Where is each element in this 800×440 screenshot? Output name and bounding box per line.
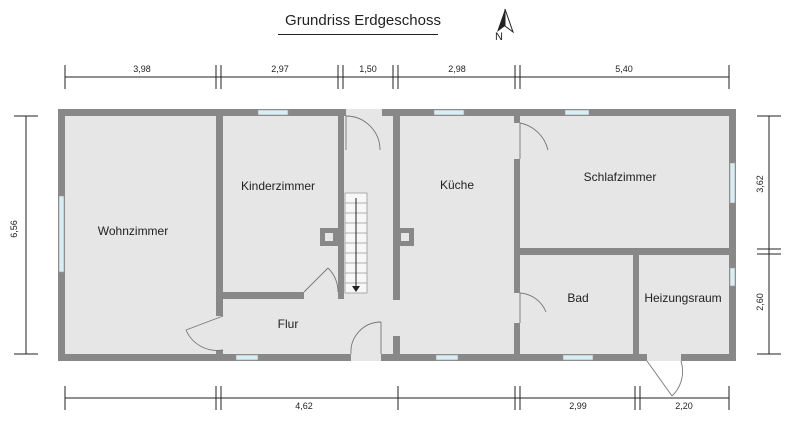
room-label-heizungsraum: Heizungsraum [644, 291, 722, 305]
room-label-flur: Flur [277, 317, 299, 331]
bad-floor [520, 255, 633, 354]
dimension-right [757, 115, 781, 355]
dim-right-1: 3,62 [755, 175, 765, 193]
plan-title: Grundriss Erdgeschoss [285, 12, 441, 29]
title-underline [278, 34, 438, 35]
kueche-floor [400, 116, 514, 354]
dim-top-5: 5,40 [615, 64, 633, 74]
room-label-kinderzimmer: Kinderzimmer [240, 179, 316, 193]
north-arrow-icon [497, 8, 515, 34]
dim-top-4: 2,98 [448, 64, 466, 74]
room-label-schlafzimmer: Schlafzimmer [583, 170, 657, 184]
pillar-left-inner [325, 233, 333, 241]
dim-right-2: 2,60 [755, 293, 765, 311]
room-label-wohnzimmer: Wohnzimmer [97, 224, 169, 238]
door-swings [185, 115, 684, 397]
wohnzimmer-floor [65, 116, 216, 354]
dim-bottom-3: 2,20 [675, 401, 693, 411]
dim-top-2: 2,97 [271, 64, 289, 74]
door-openings [216, 109, 681, 361]
dim-bottom-1: 4,62 [295, 401, 313, 411]
dim-bottom-2: 2,99 [569, 401, 587, 411]
room-label-bad: Bad [567, 291, 589, 305]
dim-top-3: 1,50 [359, 64, 377, 74]
room-label-kueche: Küche [439, 178, 475, 192]
schlafzimmer-floor [520, 116, 729, 248]
dim-top-1: 3,98 [133, 64, 151, 74]
pillar-right-inner [401, 233, 409, 241]
kinderzimmer-floor [223, 116, 338, 292]
dimension-bottom [64, 386, 730, 410]
dimension-top [64, 65, 730, 89]
dim-left: 6,56 [9, 220, 19, 238]
dimension-left [14, 115, 38, 355]
windows [58, 109, 736, 361]
stair-arrow-head [352, 286, 360, 292]
north-label: N [495, 31, 503, 43]
heizungsraum-floor [639, 255, 729, 354]
